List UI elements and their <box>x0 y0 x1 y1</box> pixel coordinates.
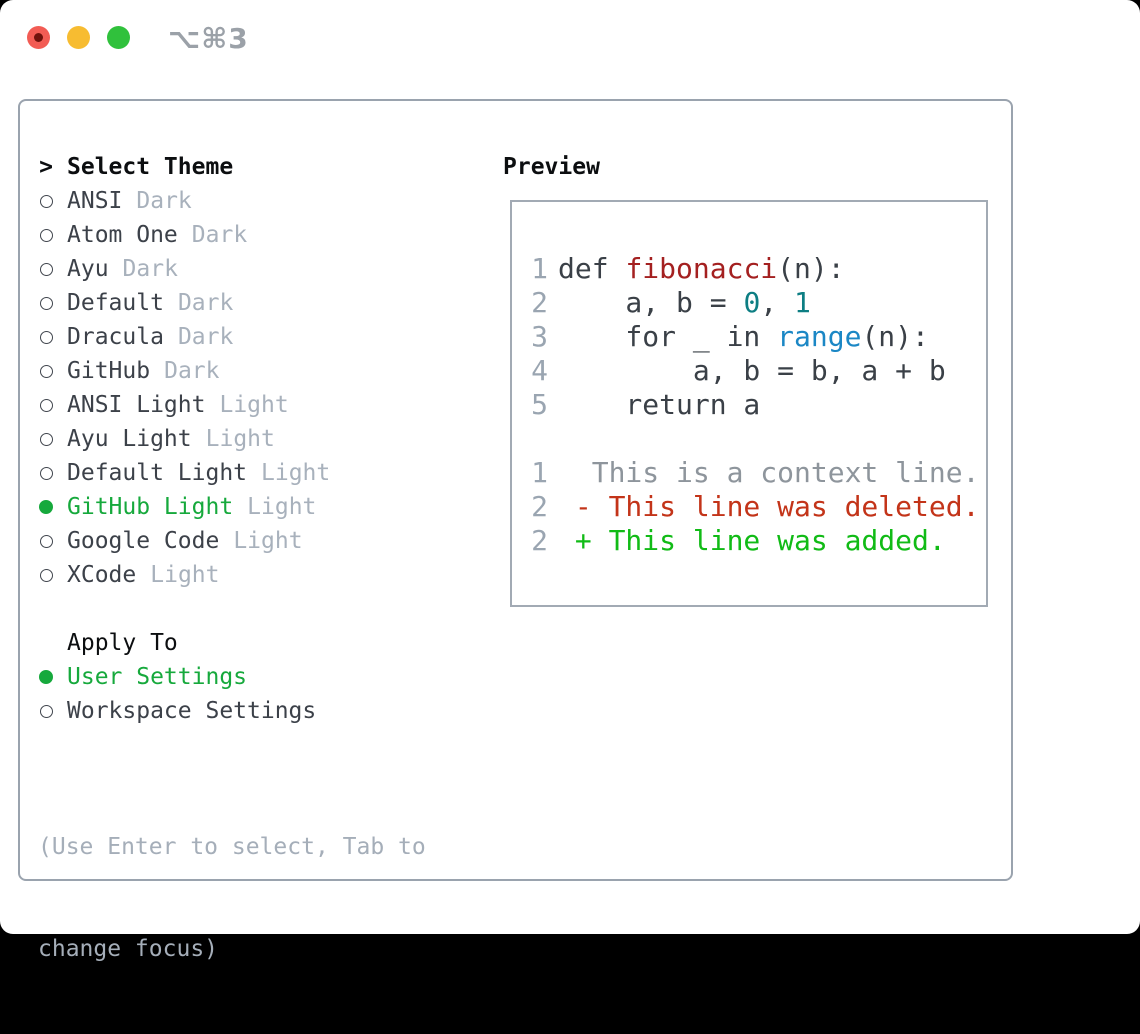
minimize-button[interactable] <box>67 26 90 49</box>
variant-tag: Light <box>233 528 303 554</box>
radio-unselected-icon <box>39 194 53 208</box>
line-number: 1 <box>531 456 548 489</box>
line-number: 3 <box>531 320 548 353</box>
code-line: 2 a, b = 0, 1 <box>512 286 986 320</box>
variant-tag: Light <box>261 460 331 486</box>
apply-to-header: Apply To <box>67 630 178 656</box>
radio-unselected-icon <box>39 568 53 582</box>
radio-unselected-icon <box>39 330 53 344</box>
variant-tag: Dark <box>177 324 234 350</box>
code-line: 3 for _ in range(n): <box>512 320 986 354</box>
gap <box>20 592 500 626</box>
radio-unselected-icon <box>39 262 53 276</box>
variant-tag: Dark <box>177 290 234 316</box>
line-number: 2 <box>531 286 548 319</box>
close-button[interactable] <box>27 26 50 49</box>
help-text: (Use Enter to select, Tab to change focu… <box>20 762 500 1034</box>
code-line: 5 return a <box>512 388 986 422</box>
code-line: 1 def fibonacci(n): <box>512 252 986 286</box>
line-number: 2 <box>531 524 548 557</box>
zoom-button[interactable] <box>107 26 130 49</box>
diff-added-line: 2 + This line was added. <box>512 524 986 558</box>
line-number: 1 <box>531 252 548 285</box>
radio-unselected-icon <box>39 364 53 378</box>
radio-unselected-icon <box>39 466 53 480</box>
code-preview: 1 def fibonacci(n): 2 a, b = 0, 1 3 for … <box>512 252 986 558</box>
variant-tag: Light <box>247 494 317 520</box>
select-theme-title: Select Theme <box>67 154 234 180</box>
line-number: 5 <box>531 388 548 421</box>
radio-selected-icon <box>39 670 53 684</box>
diff-deleted-line: 2 - This line was deleted. <box>512 490 986 524</box>
radio-unselected-icon <box>39 398 53 412</box>
line-number: 4 <box>531 354 548 387</box>
blank-line <box>512 422 986 456</box>
close-dot-icon <box>34 33 43 42</box>
diff-context-line: 1 This is a context line. <box>512 456 986 490</box>
variant-tag: Light <box>205 426 275 452</box>
variant-tag: Dark <box>164 358 220 384</box>
preview-box: 1 def fibonacci(n): 2 a, b = 0, 1 3 for … <box>510 200 988 607</box>
radio-selected-icon <box>39 500 53 514</box>
variant-tag: Light <box>219 392 289 418</box>
radio-unselected-icon <box>39 534 53 548</box>
variant-tag: Dark <box>136 188 192 214</box>
radio-unselected-icon <box>39 296 53 310</box>
variant-tag: Dark <box>122 256 178 282</box>
apply-to-workspace-settings[interactable]: Workspace Settings <box>20 694 500 728</box>
help-line-2: change focus) <box>38 936 219 962</box>
line-number: 2 <box>531 490 548 523</box>
radio-unselected-icon <box>39 228 53 242</box>
radio-unselected-icon <box>39 704 53 718</box>
radio-unselected-icon <box>39 432 53 446</box>
prompt-chevron-icon: > <box>39 154 53 180</box>
help-line-1: (Use Enter to select, Tab to <box>38 834 426 860</box>
variant-tag: Dark <box>191 222 248 248</box>
apply-to-user-settings[interactable]: User Settings <box>20 660 500 694</box>
window-title: ⌥⌘3 <box>168 22 249 55</box>
variant-tag: Light <box>150 562 220 588</box>
gap <box>20 728 500 762</box>
code-line: 4 a, b = b, a + b <box>512 354 986 388</box>
preview-header: Preview <box>503 154 600 180</box>
select-theme-header: > Select Theme <box>20 150 500 184</box>
title-bar: ⌥⌘3 <box>0 0 1140 74</box>
